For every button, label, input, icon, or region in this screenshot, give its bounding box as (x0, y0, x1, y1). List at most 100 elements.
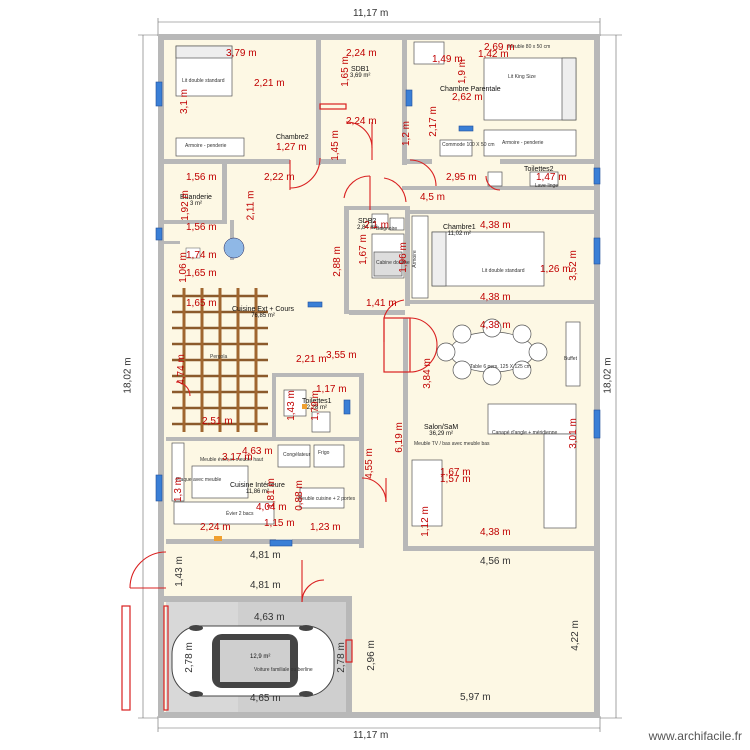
dim-5: 2,21 m (254, 78, 285, 89)
armoire-b (483, 129, 577, 157)
dim-25: 1,74 m (186, 250, 217, 261)
dim-10: 2,24 m (346, 116, 377, 127)
furniture-label-lit-double-b: Lit double standard (482, 268, 525, 274)
dim-52: 1,3 m (173, 476, 185, 503)
furniture-label-meuble-cuisine: Meuble cuisine + 2 portes (298, 496, 356, 502)
room-label-chambre-parentale: Chambre Parentale (440, 86, 501, 93)
dim-3: 1,42 m (478, 49, 509, 60)
furniture-label-lit-king: Lit King Size (508, 74, 536, 80)
dim-40: 4,74 m (175, 354, 187, 385)
outer-dim-right: 18,02 m (602, 357, 614, 394)
dim-45: 6,19 m (393, 422, 405, 453)
dim-19: 4,5 m (420, 192, 446, 203)
dim-22: 1,56 m (186, 222, 217, 233)
dim-46: 3,01 m (567, 418, 579, 449)
meuble-top (413, 41, 445, 65)
dim-27: 1,65 m (186, 268, 217, 279)
dim-68: 2,78 m (183, 642, 195, 673)
plaque (171, 442, 185, 502)
watermark: www.archifacile.fr (648, 729, 742, 743)
dim-51: 1,67 m (440, 467, 471, 478)
furniture-label-armoire-c: Armoire (411, 250, 418, 268)
dim-13: 1,2 m (401, 120, 413, 147)
congelateur (277, 444, 311, 468)
dim-37: 3,84 m (421, 358, 433, 389)
dim-49: 4,55 m (363, 448, 375, 479)
dim-69: 2,78 m (335, 642, 347, 673)
furniture-label-armoire-a: Armoire - penderie (185, 143, 227, 149)
outer-dim-bottom: 11,17 m (353, 730, 389, 741)
outer-dim-top: 11,17 m (353, 8, 389, 19)
dim-58: 2,24 m (200, 522, 231, 533)
furniture-label-buffet: Buffet (564, 356, 577, 362)
armoire-c (411, 215, 429, 299)
furniture-label-lave-linge: Lave-linge (535, 183, 559, 189)
dim-29: 1,67 m (357, 234, 369, 265)
canape-meridienne (543, 433, 577, 529)
dim-57: 1,12 m (419, 506, 431, 537)
furniture-label-evier: Évier 2 bacs (226, 511, 254, 517)
dim-64: 4,81 m (250, 580, 281, 591)
dim-9: 1,27 m (276, 142, 307, 153)
dim-42: 1,43 m (285, 390, 297, 421)
dim-61: 4,81 m (250, 550, 281, 561)
dim-38: 2,21 m (296, 354, 327, 365)
furniture-label-lit-double-a: Lit double standard (182, 78, 225, 84)
dim-4: 1,49 m (432, 54, 463, 65)
walls (158, 34, 600, 718)
furniture (171, 41, 581, 529)
dim-55: 4,04 m (256, 502, 287, 513)
dim-6: 1,65 m (339, 56, 351, 87)
frigo (313, 444, 345, 468)
dim-8: 3,1 m (179, 88, 191, 115)
furniture-label-plaque: Plaque avec meuble (176, 477, 222, 483)
lit-king (483, 57, 577, 121)
dim-2: 2,69 m (484, 42, 515, 53)
dim-39: 3,55 m (326, 350, 357, 361)
dim-18: 1,47 m (536, 172, 567, 183)
room-label-chambre2: Chambre2 (276, 134, 309, 141)
dim-0: 3,79 m (226, 48, 257, 59)
armoire-a (175, 137, 245, 157)
furniture-label-table: Table 6 pers. 125 X 125 cm (470, 364, 531, 370)
furniture-label-meuble-evier: Meuble évier et meuble haut (200, 457, 264, 463)
outer-dim-left: 18,02 m (122, 357, 134, 394)
dim-48: 3,17 m (222, 452, 253, 463)
dim-23: 2,1 m (364, 220, 390, 231)
windows (155, 81, 601, 547)
dim-31: 1,26 m (540, 264, 571, 275)
room-label-toilettes2: Toilettes2 (524, 166, 554, 173)
furniture-label-commode: Commode 100 X 50 cm (442, 142, 495, 148)
buffet (565, 321, 581, 387)
dim-65: 4,63 m (254, 612, 285, 623)
dim-71: 5,97 m (460, 692, 491, 703)
fixtures (185, 237, 245, 259)
dim-54: 0,88 m (293, 480, 305, 511)
dim-16: 2,22 m (264, 172, 295, 183)
dim-34: 1,65 m (186, 298, 217, 309)
furniture-label-meuble-top: Meuble 80 x 50 cm (508, 44, 551, 50)
door-frames (121, 103, 411, 711)
dim-63: 1,43 m (173, 556, 185, 587)
pergola-beams (182, 288, 258, 432)
dim-36: 4,38 m (480, 320, 511, 331)
wall-markers (214, 404, 307, 541)
outer-dimension-lines (138, 18, 622, 732)
dim-35: 1,41 m (366, 298, 397, 309)
dim-66: 4,22 m (569, 620, 581, 651)
dim-44: 2,51 m (202, 416, 233, 427)
dim-32: 3,52 m (567, 250, 579, 281)
dim-15: 1,56 m (186, 172, 217, 183)
dim-47: 4,63 m (242, 446, 273, 457)
lit-double-b (431, 231, 545, 287)
furniture-label-bac-douche: Cabine douche (376, 260, 410, 266)
meuble-tv (411, 459, 443, 527)
